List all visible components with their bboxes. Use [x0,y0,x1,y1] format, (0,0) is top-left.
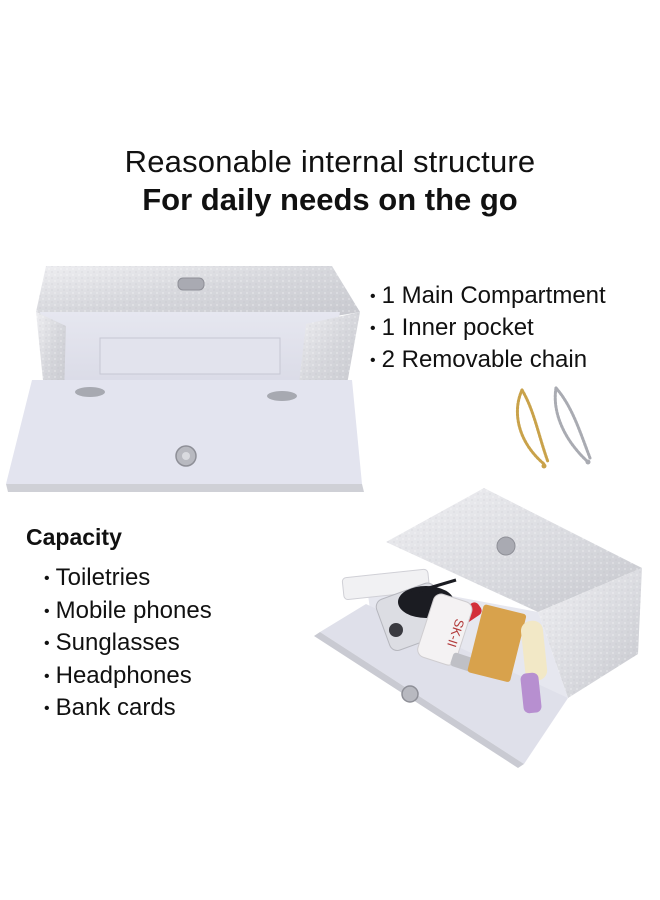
capacity-label: Toiletries [55,564,151,591]
feature-item: • 1 Inner pocket [370,312,606,344]
bullet-icon: • [44,700,50,717]
headline-primary: Reasonable internal structure [124,144,536,179]
feature-label: 2 Removable chain [381,346,588,373]
bullet-icon: • [370,352,376,369]
bullet-icon: • [370,320,376,337]
feature-item: • 1 Main Compartment [370,280,606,312]
headline-secondary: For daily needs on the go [142,182,518,217]
feature-list: • 1 Main Compartment • 1 Inner pocket • … [370,280,606,376]
bullet-icon: • [44,602,50,620]
capacity-item: • Mobile phones [44,595,212,628]
bullet-icon: • [44,570,50,587]
capacity-label: Headphones [55,661,192,689]
feature-label: 1 Inner pocket [381,314,534,341]
capacity-label: Mobile phones [55,596,212,624]
capacity-title: Capacity [26,524,122,550]
capacity-label: Bank cards [55,694,176,721]
chains-image [515,386,592,469]
feature-label: 1 Main Compartment [381,282,606,309]
capacity-list: • Toiletries • Mobile phones • Sunglasse… [44,562,212,725]
capacity-item: • Bank cards [44,692,212,725]
filled-bag-image: SK-II [314,488,642,768]
bullet-icon: • [44,635,50,652]
bullet-icon: • [44,667,50,685]
capacity-item: • Headphones [44,660,212,693]
capacity-item: • Sunglasses [44,627,212,660]
open-bag-image [6,266,364,492]
capacity-label: Sunglasses [55,629,180,656]
feature-item: • 2 Removable chain [370,344,606,376]
bullet-icon: • [370,288,376,305]
capacity-item: • Toiletries [44,562,212,595]
